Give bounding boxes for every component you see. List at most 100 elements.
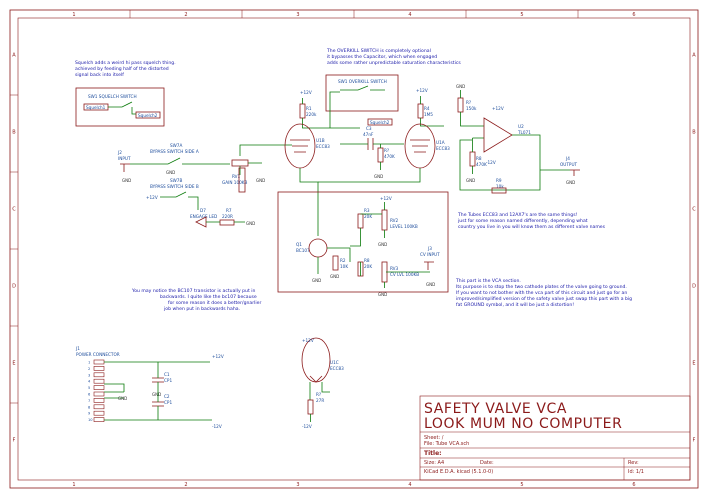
frame-row-left-B: B: [12, 130, 16, 136]
r10-ref: R8: [364, 258, 370, 263]
j1-pin: [93, 359, 105, 365]
title-block: [419, 395, 691, 481]
j2-jack: [120, 163, 130, 172]
overkill-note-line-1: The OVERKILL SWITCH is completely option…: [326, 48, 431, 54]
sw7b-wire: [160, 191, 199, 210]
j2-ref: J2: [117, 150, 122, 155]
r5-wire: [460, 90, 484, 127]
u1a-ref: U1A: [436, 140, 445, 145]
c-gnd-label: GND: [152, 392, 161, 397]
tubes-note-line-2: just for some reason named differently, …: [457, 218, 588, 224]
c2-value: CP1: [164, 400, 172, 405]
bc107-note-line-3: for some reason it does a better/gnarlie…: [168, 300, 261, 306]
inner-frame: [17, 17, 691, 481]
title-label: Title:: [424, 450, 442, 457]
c3-capacitor: [367, 138, 374, 150]
r11-resistor: [307, 399, 314, 415]
j1-pin-label: 3: [88, 373, 90, 377]
squelch1-b-tag: [238, 167, 246, 193]
u1c-tube: [301, 337, 331, 383]
j1-pin: [93, 404, 105, 410]
r5-value: 150k: [466, 106, 477, 111]
j3-gnd: GND: [426, 282, 435, 287]
j1-pin-label: 7: [88, 399, 90, 403]
squelch-switch-wire: [108, 101, 136, 115]
power-gnd-label: GND: [118, 396, 127, 401]
j1-pin: [93, 378, 105, 384]
power-n12-label: -12V: [212, 424, 222, 429]
frame-row-left-C: C: [12, 207, 16, 213]
title-line-1: SAFETY VALVE VCA: [424, 401, 567, 417]
frame-row-left-F: F: [13, 438, 16, 444]
title-sheet: Sheet: /: [424, 435, 444, 441]
j1-pin: [93, 366, 105, 371]
j1-ref: J1: [75, 346, 80, 351]
r8-gnd: GND: [466, 178, 475, 183]
j1-pin-label: 2: [88, 367, 90, 371]
j3-jack: [424, 261, 434, 270]
j4-gnd: GND: [566, 180, 575, 185]
c1-value: CP1: [164, 378, 172, 383]
frame-row-left-D: D: [12, 284, 16, 290]
j1-pin-label: 5: [88, 386, 90, 390]
frame-col-bottom-2: 2: [184, 482, 187, 488]
r8-ref: R8: [476, 156, 482, 161]
vca-note-line-2: Its purpose is to stop the two cathode p…: [456, 284, 627, 290]
q1-transistor: [308, 238, 328, 258]
sw7b-p12: +12V: [146, 195, 158, 200]
sw7b-value: BYPASS SWITCH SIDE B: [150, 184, 199, 189]
rv2-ref: RV2: [390, 218, 399, 223]
frame-col-top-1: 1: [72, 12, 75, 18]
r2-gnd: GND: [330, 274, 339, 279]
r7-resistor: [219, 219, 235, 226]
r9-ref: R9: [496, 178, 502, 183]
title-file: File: Tube VCA.sch: [424, 441, 469, 447]
j4-value: OUTPUT: [560, 162, 578, 167]
overkill-switch-box: [325, 74, 399, 112]
j1-pin-label: 10: [88, 418, 93, 422]
rv3-gnd: GND: [378, 292, 387, 297]
j2-gnd: GND: [122, 178, 131, 183]
r2-ref: R2: [340, 258, 346, 263]
u1b-value: ECC83: [316, 144, 330, 149]
frame-row-right-F: F: [693, 438, 696, 444]
c2-capacitor: [152, 401, 164, 407]
j1-value: POWER CONNECTOR: [76, 352, 120, 357]
c1-capacitor: [152, 377, 164, 383]
r5-gnd: GND: [456, 84, 465, 89]
vca-note-line-1: This part is the VCA section.: [455, 278, 521, 284]
sw7a-value: BYPASS SWITCH SIDE A: [150, 149, 199, 154]
frame-col-bottom-4: 4: [408, 482, 411, 488]
led-gnd: GND: [246, 221, 255, 226]
rv2-gnd: GND: [378, 242, 387, 247]
u1c-p12: +12V: [302, 338, 314, 343]
u2-n12: -12V: [486, 160, 496, 165]
frame-col-bottom-6: 6: [632, 482, 635, 488]
rv1-value: GAIN 100KB: [222, 180, 248, 185]
vca-p12: +12V: [380, 196, 392, 201]
input-wire: [130, 157, 230, 165]
j1-pin-label: 6: [88, 393, 91, 397]
sw1-squelch-label: SW1 SQUELCH SWITCH: [88, 94, 137, 99]
sw7a-gnd: GND: [166, 170, 175, 175]
u1c-ref: U1C: [330, 360, 339, 365]
j1-pin: [93, 391, 105, 397]
r11-value: 27R: [316, 398, 324, 403]
frame-row-right-E: E: [692, 361, 695, 367]
j3-value: CV INPUT: [420, 252, 440, 257]
tubes-note-line-1: The Tubes ECC83 and 12AX7's are the same…: [457, 212, 578, 218]
r2-value: 10K: [340, 264, 348, 269]
bc107-note-line-4: job when put in backwards haha.: [163, 306, 240, 312]
j2-value: INPUT: [118, 156, 131, 161]
r7b-resistor: [377, 147, 384, 163]
frame-col-bottom-3: 3: [296, 482, 299, 488]
r7-ref: R7: [226, 208, 232, 213]
r1-value: 220k: [306, 112, 317, 117]
q1-gnd: GND: [312, 278, 321, 283]
title-size: Size: A4: [424, 460, 444, 466]
overkill-switch-wire: [340, 85, 385, 91]
j4-ref: J4: [565, 156, 570, 161]
j1-pin: [93, 398, 105, 403]
bc107-note: You may notice the BC107 transistor is a…: [131, 288, 261, 312]
squelch1-label: Squelch1: [86, 105, 106, 110]
